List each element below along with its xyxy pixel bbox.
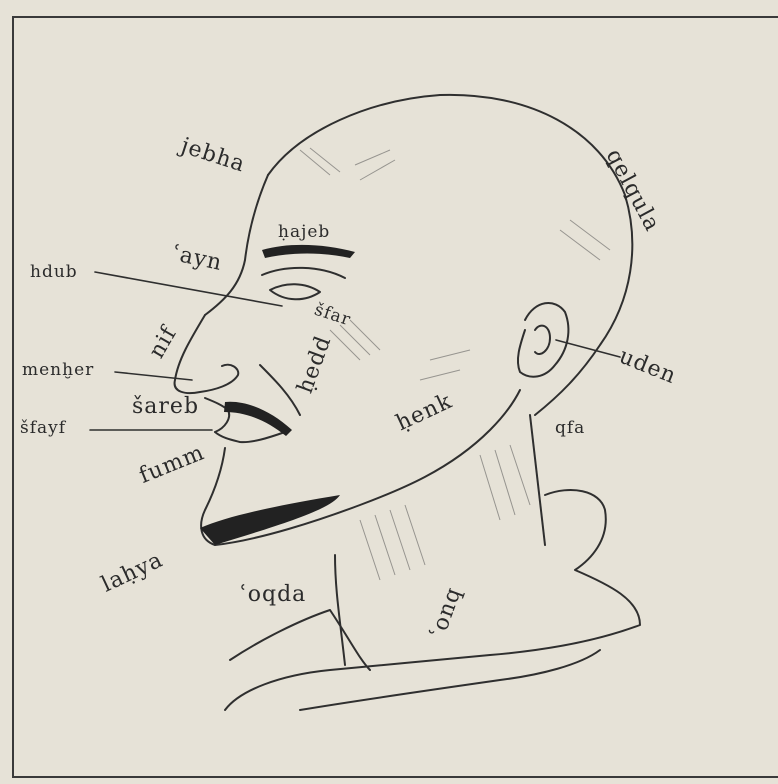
label-hdub: hdub [30, 262, 78, 282]
shading-hatching [300, 148, 610, 580]
mustache [224, 402, 292, 436]
neck-front [335, 555, 345, 665]
leader-menher [115, 372, 192, 380]
label-menher: menḫer [22, 360, 94, 380]
label-oqda: ʿoqda [240, 582, 306, 607]
lower-lip [215, 432, 285, 442]
ear-outline [518, 303, 568, 377]
eye-outline [270, 284, 320, 299]
label-qfa: qfa [555, 418, 585, 438]
label-sareb: šareb [132, 394, 199, 419]
cheek-line [260, 365, 300, 415]
neck-back [530, 415, 545, 545]
ear-inner [535, 326, 550, 354]
collar-inner [230, 610, 370, 670]
eyelid [262, 268, 345, 278]
leader-hdub [95, 272, 282, 306]
eyebrow [262, 245, 355, 258]
label-hajeb: ḥajeb [278, 222, 330, 242]
nose-outline [175, 315, 239, 393]
label-sfayf: šfayf [20, 418, 66, 438]
